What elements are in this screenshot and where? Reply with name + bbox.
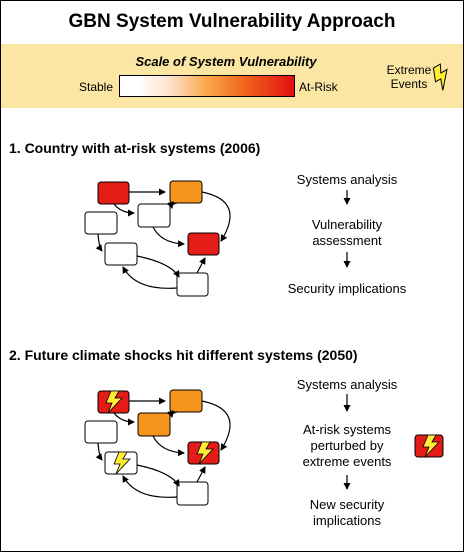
extreme-event-icon [414, 434, 444, 458]
legend-bolt-svg [432, 63, 448, 91]
flow2-step2: At-risk systems perturbed by extreme eve… [277, 422, 417, 470]
system-box-orange-center [137, 412, 171, 437]
flow2-step1: Systems analysis [296, 377, 398, 392]
vulnerability-gradient-bar [119, 75, 295, 97]
flow1-step1: Systems analysis [296, 172, 398, 187]
lightning-icon [432, 63, 448, 91]
diagram1 [84, 180, 220, 297]
vulnerability-legend: Scale of System Vulnerability Stable At-… [1, 44, 463, 108]
system-box-white-center [137, 203, 171, 228]
system-box-red-right [187, 232, 220, 256]
flow2-step3-line2: implications [313, 513, 381, 528]
system-box-white-bottom [176, 272, 209, 297]
system-box-orange-top [169, 180, 203, 204]
flow2-step2-line3: extreme events [302, 454, 392, 469]
flow2-step2-line1: At-risk systems [302, 422, 392, 437]
flow1-step2: Vulnerability assessment [277, 217, 417, 249]
diagram2 [84, 389, 220, 506]
diagram2-arrows [95, 397, 231, 498]
flow1-step2-line1: Vulnerability [311, 217, 383, 232]
extreme-label-line1: Extreme [386, 63, 432, 77]
section1-heading: 1. Country with at-risk systems (2006) [9, 140, 261, 156]
extreme-label-line2: Events [390, 77, 428, 91]
legend-title: Scale of System Vulnerability [135, 54, 317, 69]
flow2-step3: New security implications [277, 497, 417, 529]
page-title: GBN System Vulnerability Approach [68, 11, 396, 32]
system-box-red-top [97, 181, 130, 205]
diagram1-arrows [95, 188, 231, 289]
diagram-frame: GBN System Vulnerability Approach Scale … [0, 0, 464, 552]
extreme-events-label: Extreme Events [379, 63, 439, 91]
system-box-white-mid [104, 242, 138, 266]
scale-label-stable: Stable [79, 80, 114, 94]
system-box-white-left [84, 420, 118, 444]
system-box-white-bottom [176, 481, 209, 506]
system-box-white-left [84, 211, 118, 235]
scale-label-at-risk: At-Risk [299, 80, 338, 94]
flow2-step2-line2: perturbed by [310, 438, 384, 453]
section2-heading: 2. Future climate shocks hit different s… [9, 347, 358, 363]
system-box-orange-top [169, 389, 203, 413]
flow2-step3-line1: New security [309, 497, 385, 512]
flow1-step2-line2: assessment [312, 233, 382, 248]
flow1-step3: Security implications [287, 281, 407, 296]
